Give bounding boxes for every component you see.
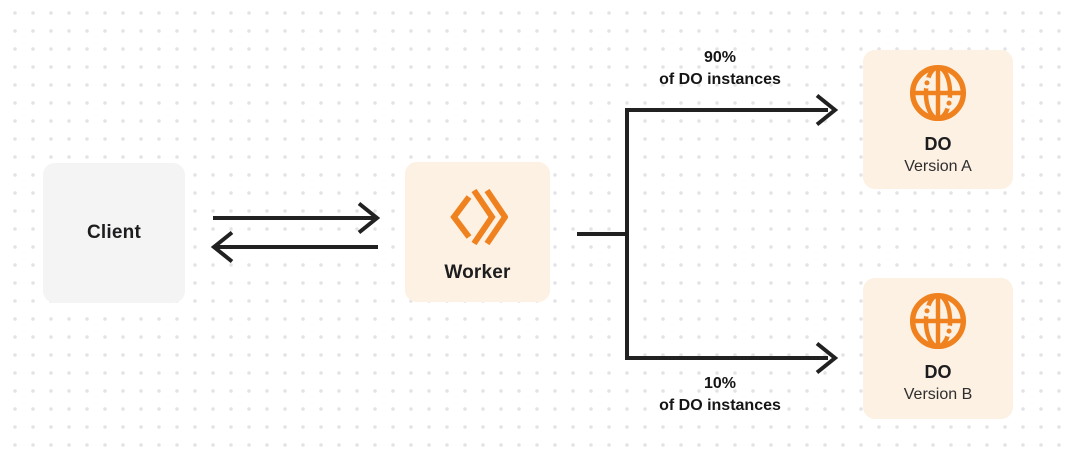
client-label: Client <box>87 222 141 243</box>
do-b-subtitle: Version B <box>903 386 973 403</box>
do-a-title: DO <box>924 134 952 154</box>
durable-object-globe-icon <box>909 292 967 350</box>
client-node: Client <box>43 163 185 303</box>
branch-top-arrowhead <box>815 93 839 127</box>
client-to-worker-arrowhead <box>357 201 381 235</box>
branch-percent-top: 90% <box>703 49 737 66</box>
split-bracket <box>625 108 828 360</box>
worker-to-client-arrowhead <box>210 230 234 264</box>
cloudflare-workers-icon <box>449 188 508 246</box>
branch-label-top: 90% of DO instances <box>620 47 820 91</box>
do-version-a-node: DO Version A <box>863 50 1013 189</box>
worker-label: Worker <box>444 262 511 283</box>
branch-bottom-arrowhead <box>815 341 839 375</box>
branch-label-bottom: 10% of DO instances <box>620 373 820 417</box>
do-a-subtitle: Version A <box>904 158 972 175</box>
durable-object-globe-icon <box>909 64 967 122</box>
branch-caption-top: of DO instances <box>659 71 781 88</box>
branch-caption-bottom: of DO instances <box>659 397 781 414</box>
do-version-b-node: DO Version B <box>863 278 1013 419</box>
worker-node: Worker <box>405 162 550 302</box>
do-b-title: DO <box>924 362 952 382</box>
branch-percent-bottom: 10% <box>703 375 737 392</box>
